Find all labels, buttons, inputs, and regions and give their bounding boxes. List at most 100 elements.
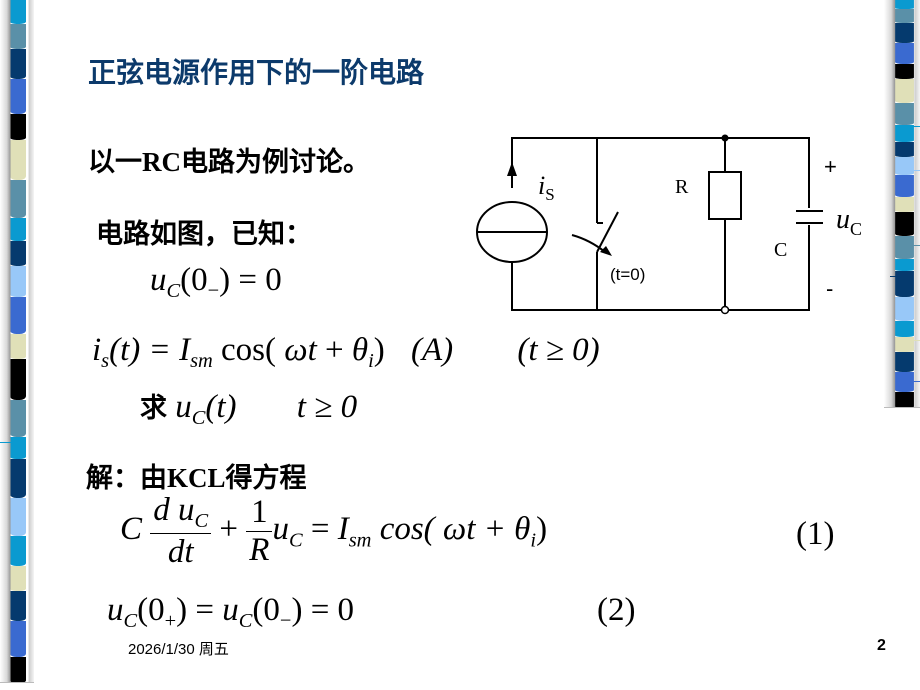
strip-segment: [10, 590, 26, 622]
ode-num: d u: [153, 492, 195, 528]
strip-segment: [10, 359, 26, 400]
eq-unit: (A): [411, 332, 453, 368]
strip-baseline: [0, 682, 34, 683]
voltage-label: uC: [836, 204, 862, 239]
decorative-tick: [908, 245, 920, 246]
strip-segment: [895, 9, 914, 24]
eq-theta: θ: [351, 332, 369, 368]
switch-arrow-icon: [600, 246, 612, 256]
intro-text: 以一RC电路为例讨论。: [88, 140, 370, 179]
ode-resistance-fraction: 1 R: [246, 494, 273, 569]
strip-segment: [10, 437, 26, 460]
intro-latin: RC: [142, 147, 181, 177]
strip-segment: [10, 79, 26, 115]
decorative-tick: [0, 442, 12, 443]
eq-cos: cos(: [212, 332, 285, 368]
ic-rhs-sub: C: [238, 610, 253, 633]
strip-segment: [895, 212, 914, 237]
footer-date: 2026/1/30 周五: [128, 641, 229, 658]
strip-segment: [895, 156, 914, 175]
strip-segment: [10, 459, 26, 498]
strip-segment: [895, 258, 914, 271]
strip-segment: [895, 63, 914, 79]
ode-rhs-sub: i: [530, 529, 537, 552]
top-wire: [511, 137, 810, 208]
capacitor-label: C: [774, 239, 787, 261]
rc-circuit-diagram: iS R C uC + - (t=0): [476, 134, 862, 315]
strip-segment: [895, 0, 914, 10]
ic-rhs: u: [222, 592, 239, 628]
initial-condition-equation: uC(0+) = uC(0−) = 0 (2): [107, 592, 635, 633]
ode-one: 1: [246, 494, 273, 533]
ode-amp: I: [337, 511, 349, 548]
ic-rhs-arg: (0: [252, 592, 280, 628]
strip-segment: [895, 125, 914, 142]
eq-condition: (t ≥ 0): [517, 332, 599, 368]
ode-coef: C: [120, 511, 143, 548]
ic-lhs-sub: C: [123, 610, 138, 633]
strip-segment: [10, 536, 26, 567]
solution-label: 解：由KCL得方程: [86, 456, 307, 495]
eq-plus: +: [316, 332, 352, 368]
slide-title: 正弦电源作用下的一阶电路: [88, 56, 425, 89]
decorative-tick: [908, 170, 920, 171]
strip-segment: [895, 78, 914, 104]
left-decorative-strip: [0, 0, 34, 683]
strip-segment: [10, 139, 26, 181]
eq-unit-text: (A): [411, 332, 454, 368]
strip-segment: [895, 197, 914, 213]
ode-derivative-fraction: d uC dt: [150, 492, 212, 571]
eq-var: u: [150, 262, 167, 298]
resistor-label: R: [675, 176, 689, 198]
strip-segment: [895, 297, 914, 322]
source-arrow-icon: [507, 162, 517, 176]
find-sub: C: [191, 407, 206, 430]
ode-den: dt: [167, 534, 194, 571]
strip-segment: [895, 141, 914, 157]
ode-close: ): [536, 511, 548, 548]
given-label: 电路如图，已知：: [96, 219, 312, 250]
node-dot: [720, 305, 730, 315]
ode-equals: =: [302, 511, 338, 548]
node-dot: [721, 134, 729, 142]
ode-u: u: [272, 511, 289, 548]
minus-sign: -: [826, 276, 833, 301]
ode-rhs: cos( ωt + θ: [371, 511, 531, 548]
strip-segment: [10, 333, 26, 360]
eq-lhs-sub: s: [101, 350, 110, 373]
strip-segment: [10, 621, 26, 657]
plus-sign: +: [824, 154, 837, 179]
ic-label: (2): [597, 592, 636, 628]
ode-label: (1): [796, 516, 835, 552]
strip-segment: [10, 180, 26, 218]
ic-lhs: u: [107, 592, 124, 628]
strip-segment: [895, 174, 914, 198]
ode-num-sub: C: [194, 510, 209, 533]
solution-latin: KCL: [167, 463, 226, 493]
eq-omega-t: ωt: [284, 332, 317, 368]
decorative-tick: [908, 340, 920, 341]
eq-close: ): [373, 332, 385, 368]
source-equation: is(t) = Ism cos( ωt + θi) (A) (t ≥ 0): [92, 332, 600, 373]
eq-theta-sub: i: [368, 350, 374, 373]
strip-segment: [10, 497, 26, 537]
ic-lhs-arg: (0: [137, 592, 165, 628]
ic-plus-sub: +: [164, 610, 177, 633]
source-label: iS: [538, 171, 555, 204]
eq-rest: (0: [180, 262, 208, 298]
strip-segment: [895, 270, 914, 297]
eq-sub: C: [166, 280, 181, 303]
decorative-tick: [908, 126, 920, 127]
bottom-wire: [511, 225, 810, 311]
eq-amplitude: I: [179, 332, 191, 368]
eq-lhs-arg: (t) =: [109, 332, 180, 368]
eq-minus-sub: −: [207, 280, 220, 303]
ode-amp-sub: sm: [348, 529, 372, 552]
strip-baseline: [884, 407, 920, 408]
strip-segment: [10, 296, 26, 334]
solution-suffix: 得方程: [225, 463, 307, 494]
find-arg: (t): [205, 389, 237, 425]
initial-condition-given: uC(0−) = 0: [150, 262, 282, 303]
solution-prefix: 解：由: [86, 463, 167, 494]
strip-segment: [895, 391, 914, 409]
